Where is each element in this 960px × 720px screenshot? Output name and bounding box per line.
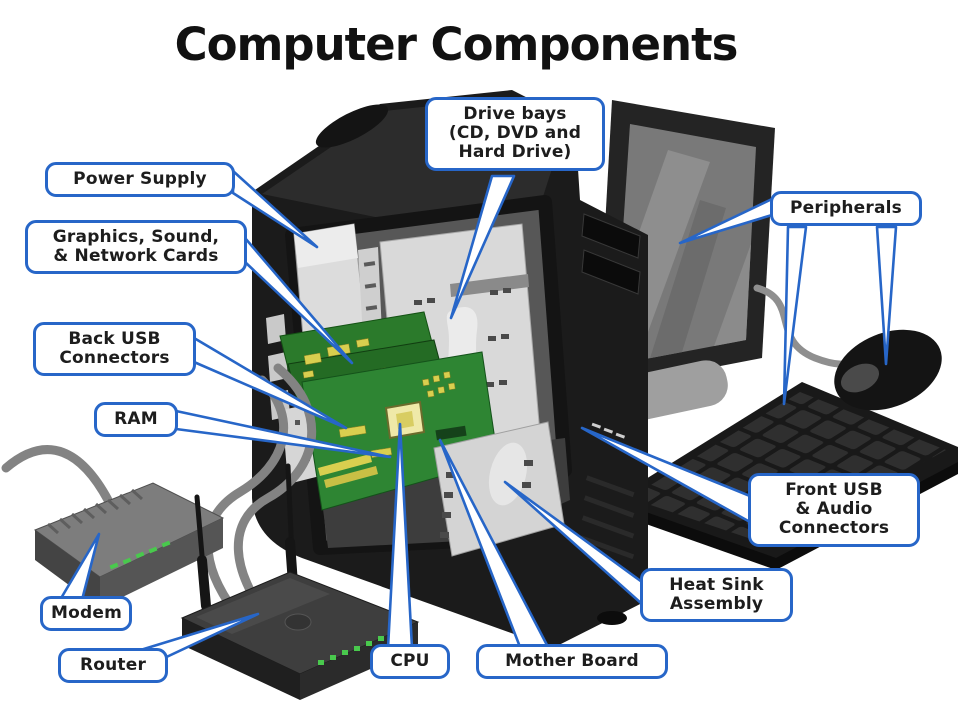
modem-front-right xyxy=(100,518,223,608)
page-title: Computer Components xyxy=(174,18,739,71)
pointer-drive-bays xyxy=(449,174,516,320)
modem-leds xyxy=(109,540,171,570)
callout-heat-sink-assembly: Heat Sink Assembly xyxy=(640,568,793,623)
ram-stick-1 xyxy=(318,454,372,476)
lid-handle xyxy=(315,104,389,148)
monitor-stand xyxy=(622,360,728,420)
callout-cpu: CPU xyxy=(370,644,450,680)
callout-back-usb-connectors: Back USB Connectors xyxy=(33,322,196,377)
callout-drive-bays: Drive bays (CD, DVD and Hard Drive) xyxy=(425,97,605,171)
mouse-illustration xyxy=(834,329,942,411)
router-logo xyxy=(284,613,312,631)
ram-stick-2 xyxy=(324,466,378,488)
callout-ram: RAM xyxy=(94,402,178,438)
tower-illustration xyxy=(252,90,648,648)
callout-power-supply: Power Supply xyxy=(45,162,235,198)
callout-pointers xyxy=(58,169,898,663)
callout-front-usb-audio-connectors: Front USB & Audio Connectors xyxy=(748,473,920,547)
mouse-cable xyxy=(753,284,860,368)
case-foot xyxy=(597,611,627,625)
modem-illustration xyxy=(33,482,225,608)
callout-router: Router xyxy=(58,648,168,684)
optical-drive-bezel-1 xyxy=(581,213,641,259)
callout-modem: Modem xyxy=(40,596,132,632)
optical-drive-bezel-2 xyxy=(581,249,641,295)
callout-peripherals: Peripherals xyxy=(770,191,922,227)
pointer-peripherals-mouse xyxy=(875,225,898,366)
router-front-left xyxy=(182,618,300,700)
router-illustration xyxy=(180,463,420,700)
drive-bay-slot xyxy=(450,274,529,297)
front-usb-ports xyxy=(591,422,626,439)
front-grille xyxy=(579,475,635,560)
callout-mother-board: Mother Board xyxy=(476,644,668,680)
callout-graphics-sound-network-cards: Graphics, Sound, & Network Cards xyxy=(25,220,247,275)
pointer-peripherals-keyboard xyxy=(782,225,808,406)
